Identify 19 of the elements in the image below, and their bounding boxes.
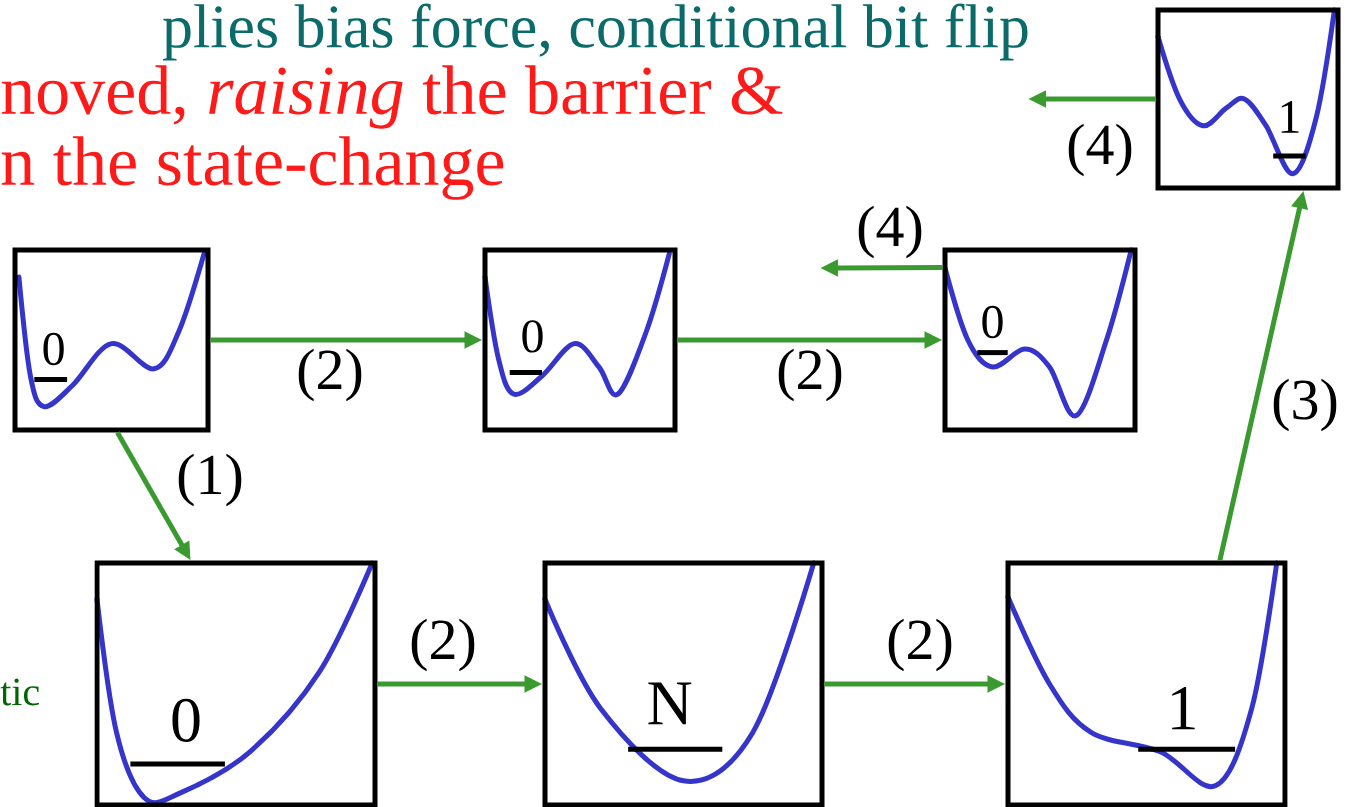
well-box: 0: [942, 247, 1138, 433]
slide-text: n the state-change: [1, 136, 504, 200]
well-box: 0: [12, 247, 211, 433]
slide-text: plies bias force, conditional bit flip: [163, 3, 1028, 61]
slide-text: noved, raising the barrier &: [1, 65, 783, 129]
edge-label: (4): [1065, 122, 1135, 178]
edge-label: (2): [408, 617, 478, 673]
well-box: 1: [1005, 560, 1288, 807]
slide-text: tic: [0, 678, 39, 706]
well-box: 0: [482, 247, 678, 433]
edge-label: (2): [775, 347, 845, 403]
well-box: 1: [1155, 7, 1341, 191]
edge-label: (2): [885, 617, 955, 673]
edge-label: (4): [855, 204, 925, 260]
well-box: 0: [94, 560, 378, 807]
edge-label: (3): [1270, 377, 1340, 433]
edge-label: (2): [295, 347, 365, 403]
well-box: N: [542, 560, 825, 807]
edge-label: (1): [175, 452, 245, 508]
